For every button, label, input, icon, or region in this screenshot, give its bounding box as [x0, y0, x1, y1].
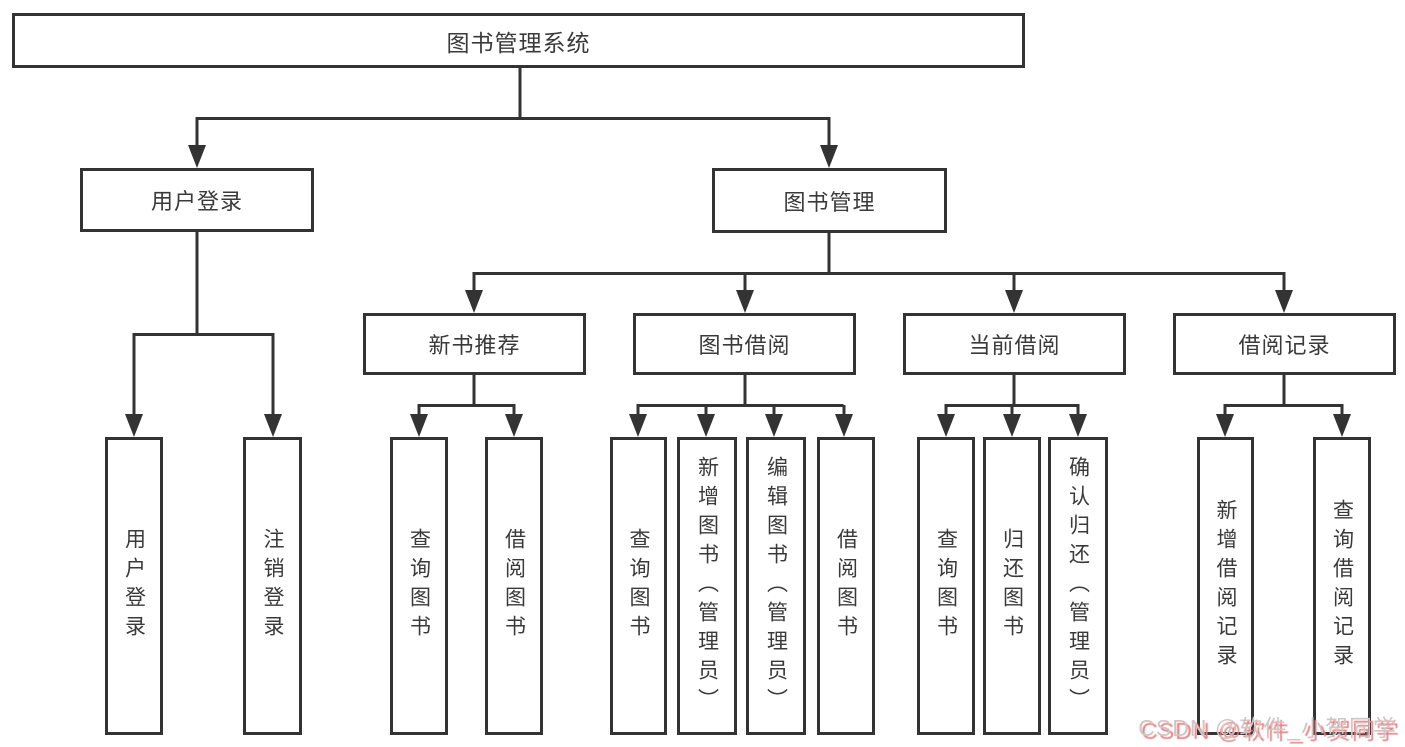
node-label: 图书借阅: [698, 333, 791, 358]
node-label: 借阅记录: [1238, 333, 1331, 358]
node-label: 新书推荐: [428, 333, 521, 358]
node-label: 借阅图书: [502, 528, 526, 644]
leaf-borrow-book-2: 借阅图书: [817, 437, 875, 735]
node-label: 借阅图书: [834, 528, 858, 644]
leaf-borrow-book-1: 借阅图书: [485, 437, 543, 735]
node-current-borrow: 当前借阅: [903, 313, 1126, 375]
node-label: 归还图书: [1000, 528, 1024, 644]
node-user-login: 用户登录: [80, 168, 314, 232]
node-label: 查询借阅记录: [1330, 499, 1354, 673]
node-label: 查询图书: [407, 528, 431, 644]
leaf-user-login: 用户登录: [105, 437, 163, 735]
node-label: 确认归还（管理员）: [1066, 455, 1090, 717]
node-label: 图书管理系统: [446, 29, 591, 56]
csdn-watermark: CSDN @软件_小贺同学: [1138, 715, 1397, 741]
leaf-logout: 注销登录: [243, 437, 302, 735]
leaf-query-book-3: 查询图书: [917, 437, 975, 735]
node-label: 用户登录: [150, 189, 243, 214]
node-label: 新增借阅记录: [1214, 499, 1237, 673]
node-label: 新增图书（管理员）: [695, 455, 719, 717]
arrowheads: [125, 145, 1351, 437]
node-label: 编辑图书（管理员）: [764, 455, 788, 717]
node-book-management: 图书管理: [712, 168, 947, 233]
leaf-query-book-1: 查询图书: [390, 437, 448, 735]
node-label: 注销登录: [261, 528, 284, 644]
node-label: 图书管理: [783, 189, 876, 215]
leaf-query-book-2: 查询图书: [610, 437, 667, 735]
leaf-add-book-admin: 新增图书（管理员）: [677, 437, 737, 735]
leaf-return-book: 归还图书: [983, 437, 1041, 735]
connector-lines: [132, 68, 1344, 420]
node-label: 查询图书: [627, 528, 650, 644]
leaf-edit-book-admin: 编辑图书（管理员）: [746, 437, 806, 735]
node-label: 用户登录: [122, 528, 146, 644]
node-book-borrow: 图书借阅: [633, 313, 856, 375]
node-new-book-recommend: 新书推荐: [363, 313, 586, 375]
leaf-confirm-return-admin: 确认归还（管理员）: [1048, 437, 1108, 735]
node-borrow-records: 借阅记录: [1173, 313, 1396, 375]
node-label: 查询图书: [934, 528, 958, 644]
node-root: 图书管理系统: [12, 13, 1025, 68]
leaf-query-borrow-record: 查询借阅记录: [1313, 437, 1371, 735]
leaf-add-borrow-record: 新增借阅记录: [1197, 437, 1254, 735]
node-label: 当前借阅: [968, 333, 1061, 358]
